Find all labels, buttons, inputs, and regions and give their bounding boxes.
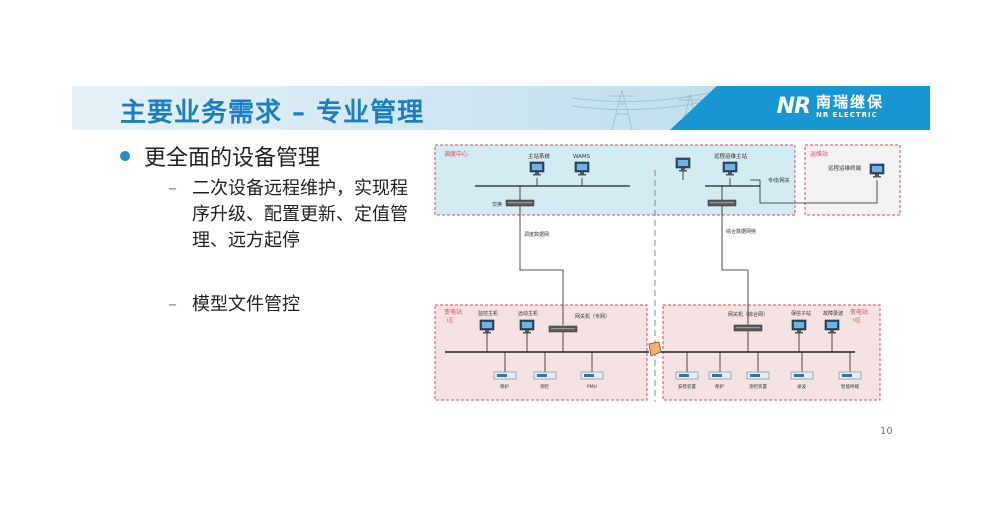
switch-label: 交换: [492, 201, 502, 208]
switch-icon: [707, 199, 737, 207]
device-icon: [838, 371, 862, 380]
logo-english-name: NR ELECTRIC: [815, 110, 878, 119]
device-icon: [493, 371, 517, 380]
pc-label: 保信子站: [791, 310, 811, 317]
sub-bullet-text: 二次设备远程维护，实现程序升级、配置更新、定值管理、远方起停: [192, 178, 408, 251]
pc-label: 主站系统: [528, 152, 551, 160]
device-icon: [675, 371, 699, 380]
device-label: 安稳装置: [678, 383, 696, 390]
logo-background: [670, 86, 930, 130]
main-bullet-text: 更全面的设备管理: [144, 146, 321, 171]
pc-label: WAMS: [573, 154, 591, 160]
device-icon: [533, 371, 557, 380]
sub-bullet-2: – 模型文件管控: [168, 292, 418, 318]
gateway-icon: [733, 324, 763, 332]
gateway-label: 网关机（综合网）: [728, 311, 768, 318]
device-label: 智能终端: [841, 383, 859, 390]
dash-icon: –: [168, 178, 177, 199]
pc-label: 监控主机: [478, 310, 498, 317]
gateway-icon: [548, 325, 578, 333]
device-label: 测控: [540, 383, 549, 390]
pc-label: 远程运维主站: [714, 152, 748, 160]
logo-mark: NR: [776, 94, 811, 119]
device-icon: [708, 371, 732, 380]
link-label: 综合数据网络: [726, 228, 756, 235]
device-icon: [580, 371, 604, 380]
zone-label: 运维站: [810, 150, 828, 158]
sub-bullet-1: – 二次设备远程维护，实现程序升级、配置更新、定值管理、远方起停: [168, 176, 418, 254]
device-label: 保护: [715, 383, 724, 390]
title-banner: 主要业务需求 – 专业管理 NR 南瑞继保 NR ELECTRIC: [72, 86, 930, 130]
zone-sublabel: I区: [447, 318, 453, 324]
page-title: 主要业务需求 – 专业管理: [120, 98, 425, 128]
device-label: 录波: [797, 383, 806, 390]
device-icon: [746, 371, 770, 380]
zone-label: 调度中心: [444, 150, 468, 158]
link-label: 调度数据网: [524, 231, 549, 238]
device-icon: [790, 371, 814, 380]
device-label: 测控装置: [749, 383, 767, 390]
network-diagram: 调度中心 运维站 变电站 I区 变电站 II区 主站系统 WAMS 交换 远程运…: [434, 144, 901, 402]
switch-icon: [505, 199, 535, 207]
zone-sublabel: II区: [853, 318, 861, 324]
zone-label: 变电站: [444, 308, 462, 316]
pc-label: 远程运维终端: [828, 164, 862, 172]
pc-label: 故障录波: [823, 310, 843, 317]
zone-label: 变电站: [850, 308, 868, 316]
company-logo: NR 南瑞继保 NR ELECTRIC: [777, 94, 884, 119]
main-bullet: 更全面的设备管理: [120, 140, 320, 172]
link-label: 专线/网关: [768, 177, 790, 184]
page-number: 10: [880, 426, 893, 437]
bullet-dot-icon: [120, 151, 130, 161]
gateway-label: 网关机（专网）: [575, 313, 610, 320]
dash-icon: –: [168, 294, 177, 315]
firewall-icon: [648, 341, 662, 357]
pc-label: 远动主机: [518, 310, 538, 317]
device-label: 保护: [500, 383, 509, 390]
device-label: PMU: [587, 384, 597, 390]
logo-chinese-name: 南瑞继保: [815, 92, 884, 111]
sub-bullet-text: 模型文件管控: [192, 294, 300, 315]
